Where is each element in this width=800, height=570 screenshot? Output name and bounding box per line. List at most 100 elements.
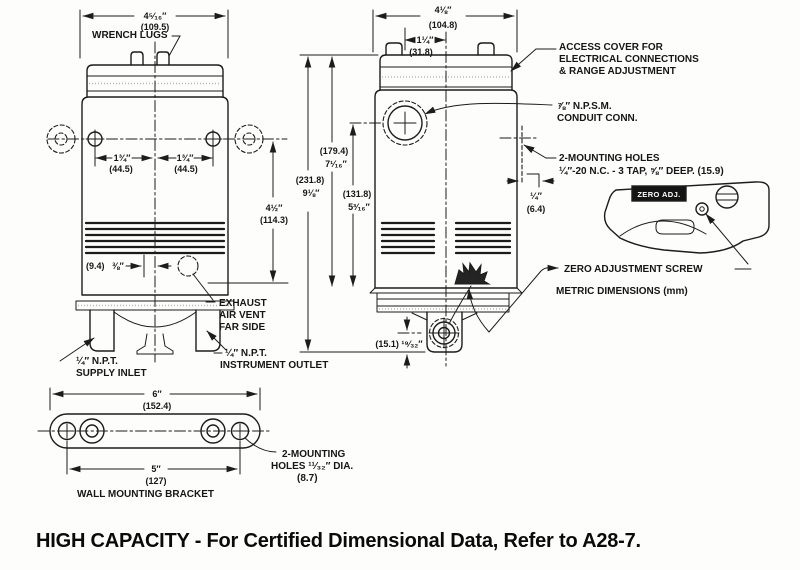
vent-offset-inches: ⅜″ — [112, 261, 125, 271]
instrument-outlet-line1: ¼″ N.P.T. — [225, 348, 267, 359]
right-boss-inner-circle — [242, 132, 256, 146]
access-cover-line3: & RANGE ADJUSTMENT — [559, 66, 676, 77]
overall-height-mm: (231.8) — [296, 175, 325, 185]
front-cooling-ribs — [84, 221, 226, 255]
zero-screw-linkage-line — [448, 285, 472, 325]
bracket-hole-outer-right — [230, 421, 250, 441]
bracket-tab-outline — [426, 311, 463, 353]
bracket-hole-inner-right-center — [206, 424, 220, 438]
front-base-bowl — [113, 311, 197, 328]
bracket-hole-inner-right — [200, 418, 226, 444]
front-view-drawing: 4⁵⁄₁₆″ (109.5) WRENCH LUGS 1¾″ (44.5) 1¾… — [46, 10, 328, 379]
conduit-height-mm: (131.8) — [343, 189, 372, 199]
caption-text: HIGH CAPACITY - For Certified Dimensiona… — [36, 530, 641, 552]
bracket-holes-line3: (8.7) — [297, 473, 318, 484]
overall-height-inches: 9⅛″ — [303, 188, 321, 198]
conduit-label-line1: ⅞″ N.P.S.M. — [557, 101, 612, 112]
side-flange-band — [369, 287, 523, 313]
front-height-inches: 4½″ — [266, 203, 284, 213]
supply-inlet-line1: ¼″ N.P.T. — [76, 356, 118, 367]
exhaust-vent-circle — [177, 255, 199, 277]
side-lug-shapes — [385, 42, 495, 56]
side-cooling-ribs — [380, 221, 512, 255]
exhaust-vent-line2: AIR VENT — [219, 310, 266, 321]
detail-button-shape — [655, 219, 695, 235]
wrench-lugs-leader — [168, 35, 181, 57]
zero-screw-label-leader — [488, 264, 559, 333]
wrench-lug-shapes — [130, 51, 170, 66]
detail-leader — [706, 214, 752, 270]
bracket-hole-inner-left — [79, 418, 105, 444]
front-width-mm: (109.5) — [141, 22, 170, 32]
spacing-left-mm: (44.5) — [109, 164, 133, 174]
vent-offset-mm: (9.4) — [86, 261, 105, 271]
bracket-holes-leader — [244, 437, 277, 453]
small-zero-screw-icon — [695, 202, 709, 216]
bracket-hole-outer-left — [57, 421, 77, 441]
small-zero-screw-center — [699, 206, 705, 212]
exhaust-vent-leader — [192, 273, 216, 303]
spacing-right-mm: (44.5) — [174, 164, 198, 174]
lug-offset-mm: (31.8) — [409, 47, 433, 57]
metric-dimensions-note: METRIC DIMENSIONS (mm) — [556, 286, 688, 297]
zero-adjustment-screw-shape — [454, 261, 491, 285]
spacing-right-inches: 1¾″ — [177, 153, 195, 163]
zero-adj-nameplate-text: ZERO ADJ. — [637, 190, 680, 199]
bracket-hole-right-cross — [232, 423, 248, 439]
slotted-screw-slots — [716, 193, 738, 201]
bottom-dim-label: (15.1) ¹⁹⁄₃₂″ — [375, 339, 423, 349]
exhaust-vent-line3: FAR SIDE — [219, 322, 265, 333]
detail-dome-arc — [619, 220, 707, 237]
hole-offset-mm: (6.4) — [527, 204, 546, 214]
bracket-spacing-inches: 5″ — [151, 464, 161, 474]
bracket-hole-left-cross — [59, 423, 75, 439]
conduit-dashed-circle — [382, 100, 428, 146]
slotted-screw-icon — [715, 185, 739, 209]
supply-inlet-arrow — [59, 337, 95, 362]
bracket-view-drawing: 6″ (152.4) 5″ (127) WALL MOUNTING BRACKE… — [37, 388, 353, 500]
mounting-holes-leader — [523, 144, 557, 159]
tab-hole-cross — [428, 317, 460, 349]
bracket-hole-inner-left-center — [85, 424, 99, 438]
conduit-label-line2: CONDUIT CONN. — [557, 113, 638, 124]
conduit-hole — [387, 105, 423, 141]
access-cover-line2: ELECTRICAL CONNECTIONS — [559, 54, 699, 65]
upper-height-mm: (179.4) — [320, 146, 349, 156]
front-height-mm: (114.3) — [260, 215, 288, 225]
detail-view-drawing: ZERO ADJ. — [603, 181, 770, 270]
wrench-lugs-label: WRENCH LUGS — [92, 30, 168, 41]
side-width-inches: 4⅛″ — [435, 5, 453, 15]
mounting-holes-line1: 2-MOUNTING HOLES — [559, 153, 660, 164]
front-width-inches: 4⁵⁄₁₆″ — [144, 11, 168, 21]
bracket-spacing-mm: (127) — [145, 476, 166, 486]
zero-screw-pointer — [466, 288, 490, 333]
bracket-tab-gussets — [411, 312, 478, 321]
front-base-pedestal — [136, 333, 174, 355]
spacing-left-inches: 1¾″ — [114, 153, 132, 163]
front-flange-band — [75, 300, 235, 311]
instrument-outlet-arrow — [206, 330, 227, 351]
hole-offset-corner — [526, 173, 540, 188]
conduit-leader — [424, 102, 553, 115]
bracket-title: WALL MOUNTING BRACKET — [77, 489, 214, 500]
conduit-height-inches: 5³⁄₁₆″ — [348, 202, 370, 212]
bracket-width-mm: (152.4) — [143, 401, 172, 411]
mounting-holes-line2: ¼″-20 N.C. - 3 TAP, ⅝″ DEEP. (15.9) — [559, 166, 724, 177]
side-view-drawing: 4⅛″ (104.8) 1¼″ (31.8) ⅞″ N.P.S.M. CONDU… — [296, 5, 724, 369]
access-cover-leader — [510, 48, 557, 72]
side-width-mm: (104.8) — [429, 20, 458, 30]
hole-offset-inches: ¼″ — [530, 191, 543, 201]
upper-height-inches: 7¹⁄₁₆″ — [325, 159, 347, 169]
bracket-holes-line1: 2-MOUNTING — [282, 449, 346, 460]
exhaust-vent-line1: EXHAUST — [219, 298, 267, 309]
zero-adj-nameplate — [631, 185, 687, 202]
detail-cover-outline — [603, 181, 770, 254]
bracket-width-inches: 6″ — [152, 389, 162, 399]
bracket-holes-line2: HOLES ¹¹⁄₃₂″ DIA. — [271, 461, 353, 472]
lug-offset-inches: 1¼″ — [417, 35, 435, 45]
instrument-outlet-line2: INSTRUMENT OUTLET — [220, 360, 328, 371]
conduit-cross — [393, 111, 417, 135]
access-cover-line1: ACCESS COVER FOR — [559, 42, 664, 53]
